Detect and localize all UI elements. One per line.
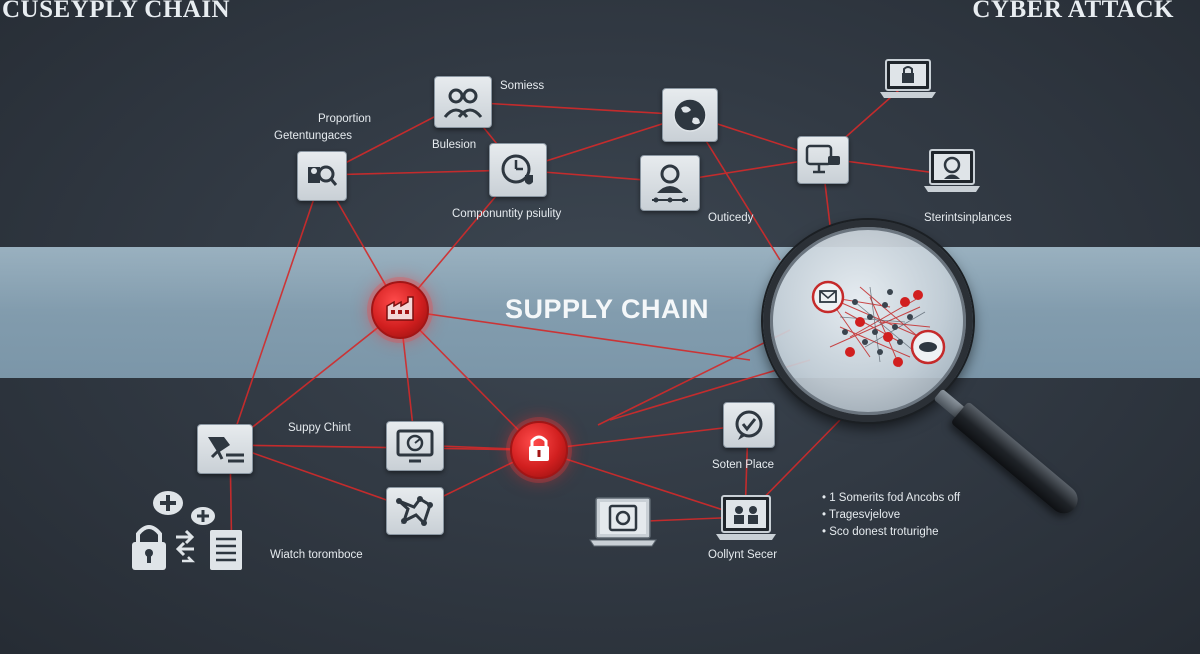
- factory-icon: [384, 294, 416, 327]
- node-monitor-gauge[interactable]: [386, 421, 444, 471]
- node-monitor-chat[interactable]: [797, 136, 849, 184]
- manager-network-icon: [648, 161, 692, 205]
- laptop-lock-icon: [876, 56, 940, 109]
- label-wiatch-toromboce: Wiatch toromboce: [270, 549, 363, 561]
- diagram-title-left: CUSEYPLY CHAIN: [2, 0, 231, 23]
- label-oollynt-secer: Oollynt Secer: [708, 549, 778, 561]
- monitor-gauge-icon: [395, 428, 435, 464]
- label-somiess: Somiess: [500, 80, 545, 92]
- label-getentungaces: Getentungaces: [274, 130, 353, 142]
- node-manager-network[interactable]: [640, 155, 700, 211]
- chat-check-icon: [731, 408, 767, 442]
- globe-icon: [671, 96, 709, 134]
- node-chat-check[interactable]: [723, 402, 775, 448]
- delivery-icon: [204, 431, 246, 467]
- bullet-item: • Sco donest troturighe: [822, 526, 939, 538]
- add-small-icon: [190, 505, 216, 527]
- node-delivery[interactable]: [197, 424, 253, 474]
- node-search-person[interactable]: [297, 151, 347, 201]
- node-laptop-vault[interactable]: [588, 496, 658, 555]
- monitor-chat-icon: [804, 143, 842, 177]
- search-person-icon: [305, 159, 339, 193]
- magnifying-glass-lens: [763, 220, 973, 422]
- document-icon: [207, 528, 245, 572]
- label-suppy-chint: Suppy Chint: [288, 422, 351, 434]
- add-icon: [152, 489, 184, 517]
- map-network-icon: [394, 493, 436, 529]
- node-compromised-lock[interactable]: [510, 421, 568, 479]
- supply-chain-band: [0, 247, 1200, 378]
- label-proportion: Proportion: [318, 113, 372, 125]
- bullet-list: • 1 Somerits fod Ancobs off • Tragesvjel…: [822, 490, 960, 541]
- label-componuntity: Componuntity psiulity: [452, 208, 562, 220]
- bullet-item: • Tragesvjelove: [822, 509, 901, 521]
- label-sterintsinplances: Sterintsinplances: [924, 212, 1012, 224]
- node-team[interactable]: [434, 76, 492, 128]
- padlock-large-icon: [129, 520, 169, 572]
- node-globe[interactable]: [662, 88, 718, 142]
- padlock-icon: [526, 433, 552, 468]
- label-soten-place: Soten Place: [712, 459, 775, 471]
- label-bulesion: Bulesion: [432, 139, 477, 151]
- team-icon: [443, 85, 483, 119]
- diagram-title-right: CYBER ATTACK: [972, 0, 1174, 23]
- node-map-network[interactable]: [386, 487, 444, 535]
- bullet-item: • 1 Somerits fod Ancobs off: [822, 492, 961, 504]
- magnified-network: [811, 280, 946, 368]
- node-compromised-factory[interactable]: [371, 281, 429, 339]
- node-clock-shield[interactable]: [489, 143, 547, 197]
- node-laptop-user[interactable]: [920, 148, 984, 203]
- laptop-vault-icon: [588, 496, 658, 555]
- supply-chain-title: SUPPLY CHAIN: [505, 294, 710, 324]
- node-laptop-lock[interactable]: [876, 58, 940, 106]
- clock-shield-icon: [499, 151, 537, 189]
- label-outicedy: Outicedy: [708, 212, 754, 224]
- transfer-arrows-icon: [172, 527, 198, 567]
- laptop-user-icon: [920, 148, 984, 203]
- node-laptop-users[interactable]: [714, 494, 778, 549]
- laptop-users-icon: [714, 494, 778, 549]
